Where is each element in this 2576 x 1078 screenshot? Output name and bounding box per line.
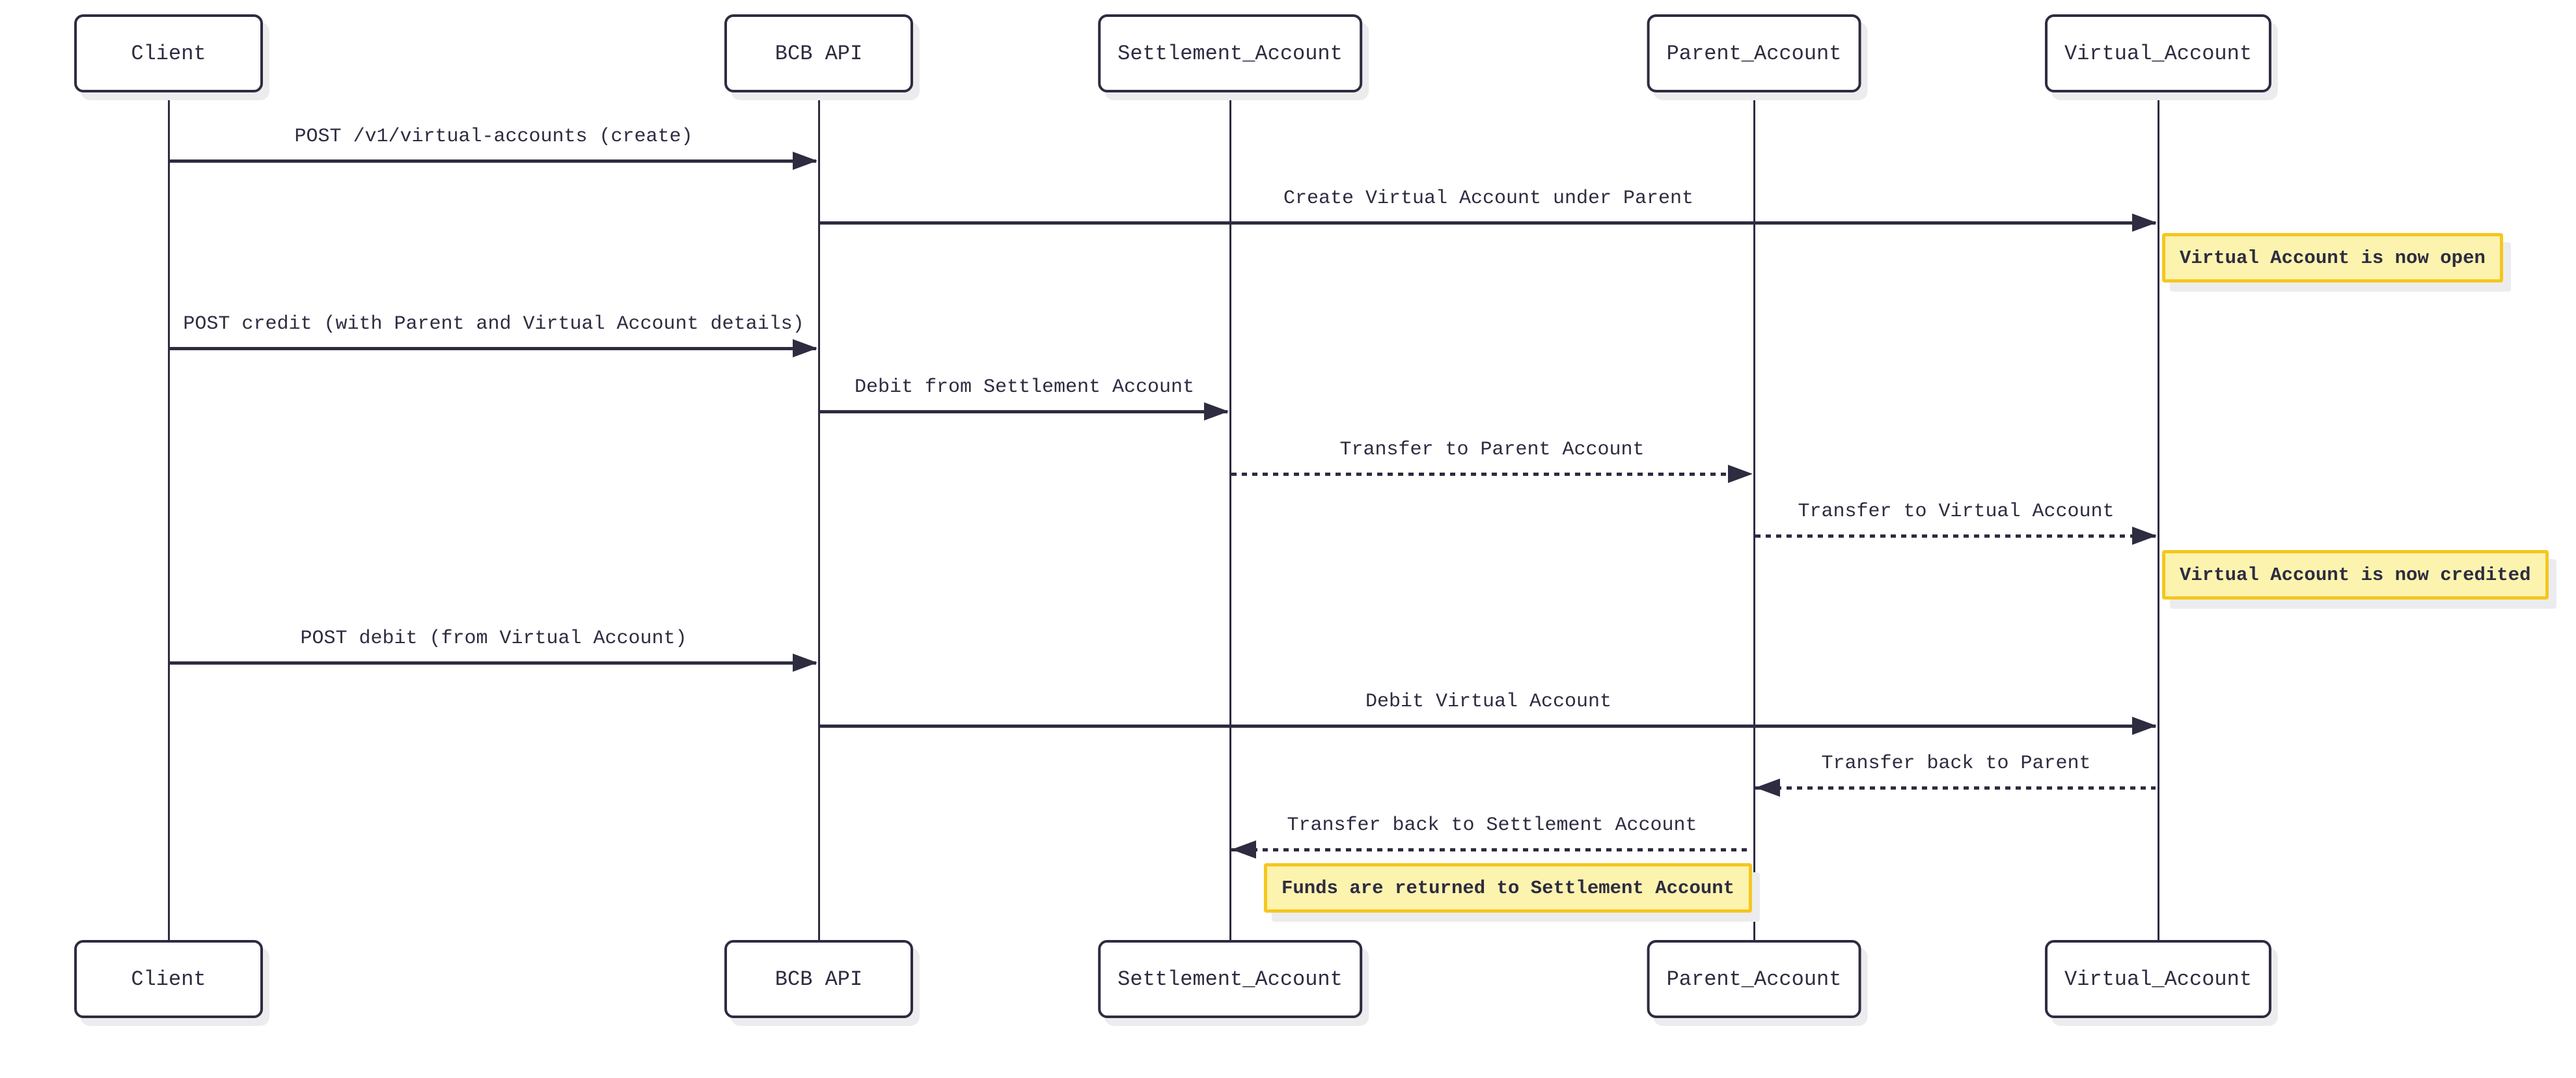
- actor-box-settlement-account-bottom: Settlement_Account: [1098, 940, 1362, 1018]
- actor-label: BCB API: [774, 41, 863, 66]
- message-label: POST debit (from Virtual Account): [300, 628, 687, 650]
- actor-label: Parent_Account: [1666, 41, 1842, 66]
- message-label: Transfer back to Parent: [1821, 753, 2091, 775]
- message-line: [170, 661, 816, 665]
- message-label: POST /v1/virtual-accounts (create): [294, 126, 693, 148]
- message-arrowhead-icon: [793, 339, 817, 357]
- message-line: [170, 347, 816, 350]
- note: Virtual Account is now credited: [2162, 550, 2549, 600]
- actor-label: Virtual_Account: [2064, 41, 2253, 66]
- message-line: [820, 410, 1227, 413]
- actor-label: Client: [131, 41, 206, 66]
- actor-box-parent-account-top: Parent_Account: [1647, 14, 1861, 92]
- actor-box-parent-account-bottom: Parent_Account: [1647, 940, 1861, 1018]
- actor-lifeline-settlement-account: [1229, 91, 1231, 941]
- actor-box-bcb-api-top: BCB API: [724, 14, 913, 92]
- actor-box-client-bottom: Client: [74, 940, 263, 1018]
- actor-label: Parent_Account: [1666, 967, 1842, 991]
- message-arrowhead-icon: [2132, 717, 2157, 735]
- message-line: [820, 725, 2156, 728]
- message-arrowhead-icon: [2132, 214, 2157, 232]
- message-arrowhead-icon: [1231, 840, 1256, 859]
- note: Virtual Account is now open: [2162, 233, 2503, 283]
- note: Funds are returned to Settlement Account: [1263, 863, 1753, 913]
- message-line: [1231, 473, 1751, 476]
- message-label: Create Virtual Account under Parent: [1283, 187, 1694, 210]
- actor-label: Client: [131, 967, 206, 991]
- actor-lifeline-parent-account: [1753, 91, 1755, 941]
- message-line: [820, 221, 2156, 225]
- actor-label: Virtual_Account: [2064, 967, 2253, 991]
- message-label: Debit Virtual Account: [1365, 691, 1612, 713]
- actor-box-client-top: Client: [74, 14, 263, 92]
- message-arrowhead-icon: [1204, 402, 1229, 421]
- message-label: Transfer back to Settlement Account: [1287, 814, 1697, 836]
- message-arrowhead-icon: [793, 152, 817, 170]
- message-line: [1755, 786, 2156, 790]
- message-line: [170, 159, 816, 163]
- message-line: [1231, 848, 1751, 851]
- message-label: POST credit (with Parent and Virtual Acc…: [183, 313, 804, 335]
- actor-box-virtual-account-top: Virtual_Account: [2044, 14, 2272, 92]
- message-label: Transfer to Virtual Account: [1798, 501, 2115, 523]
- message-arrowhead-icon: [1728, 465, 1753, 483]
- message-arrowhead-icon: [793, 654, 817, 672]
- actor-lifeline-client: [167, 91, 170, 941]
- actor-lifeline-bcb-api: [817, 91, 820, 941]
- actor-label: Settlement_Account: [1117, 967, 1343, 991]
- message-label: Transfer to Parent Account: [1339, 439, 1645, 461]
- actor-box-settlement-account-top: Settlement_Account: [1098, 14, 1362, 92]
- message-label: Debit from Settlement Account: [854, 376, 1195, 398]
- actor-label: BCB API: [774, 967, 863, 991]
- actor-lifeline-virtual-account: [2157, 91, 2159, 941]
- message-arrowhead-icon: [2132, 527, 2157, 545]
- message-line: [1755, 534, 2156, 538]
- message-arrowhead-icon: [1755, 779, 1780, 797]
- actor-box-bcb-api-bottom: BCB API: [724, 940, 913, 1018]
- actor-label: Settlement_Account: [1117, 41, 1343, 66]
- actor-box-virtual-account-bottom: Virtual_Account: [2044, 940, 2272, 1018]
